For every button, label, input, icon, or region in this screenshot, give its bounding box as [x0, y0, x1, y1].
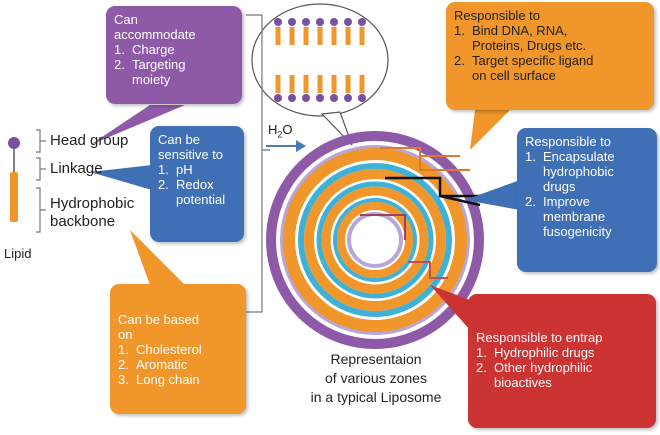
inner-connector — [360, 214, 406, 240]
box-list: 1.Bind DNA, RNA,Proteins, Drugs etc.2.Ta… — [454, 23, 646, 83]
box-list-item: 1.pH — [158, 162, 193, 177]
hydrophobic-drug-line2 — [439, 194, 481, 207]
box-list-item: 2.Improve — [525, 194, 590, 209]
liposome-caption: Representaion of various zones in a typi… — [310, 351, 442, 405]
box-list-item: hydrophobic — [543, 164, 614, 179]
box-list-item: moiety — [132, 72, 171, 87]
hydrophilic-connector — [408, 261, 448, 279]
lipid-label: Lipid — [4, 246, 32, 261]
ligand-connector-top — [380, 147, 460, 157]
lipid-head-icon — [8, 137, 20, 149]
box-list-item: membrane — [543, 209, 606, 224]
bilayer-lipid — [344, 75, 352, 102]
blue-left-bubble-tail — [90, 165, 152, 190]
hydrophobic-label-line1: Hydrophobic — [50, 195, 135, 212]
bilayer-lipid — [358, 18, 366, 45]
liposome-rings — [266, 131, 484, 349]
hydrophobic-drug-line — [385, 176, 500, 198]
orange-left-bubble-tail — [130, 230, 185, 285]
bilayer-lipid — [330, 18, 338, 45]
bracket-head — [36, 129, 46, 153]
linkage-label: Linkage — [50, 160, 103, 177]
bilayer-lipids — [274, 18, 366, 102]
bilayer-lipid — [344, 18, 352, 45]
ligand-connector-top2 — [419, 156, 470, 171]
blue-right-bubble-tail — [465, 180, 520, 210]
box-list-item: 1.Hydrophilic drugs — [476, 345, 595, 360]
bilayer-lipid — [302, 75, 310, 102]
bilayer-lipid — [330, 75, 338, 102]
box-list-item: 2.Other hydrophilic — [476, 360, 593, 375]
liposome-ring — [333, 198, 417, 282]
box-title-line: Responsible to — [525, 134, 611, 149]
lipid-tail-icon — [10, 172, 18, 222]
head-group-label: Head group — [50, 132, 129, 149]
box-title-line: accommodate — [114, 27, 196, 42]
hydrophobic-label-line2: backbone — [50, 213, 116, 230]
bilayer-thought-bubble — [251, 3, 389, 117]
bracket-backbone — [36, 187, 46, 233]
box-list-item: 1.Charge — [114, 42, 175, 57]
bilayer-lipid — [316, 18, 324, 45]
liposome-ring — [298, 163, 452, 317]
box-list-item: drugs — [543, 179, 576, 194]
bilayer-lipid — [358, 75, 366, 102]
liposome-ring — [316, 181, 434, 299]
bilayer-lipid — [274, 18, 282, 45]
bracket-linkage — [36, 157, 46, 181]
box-list-item: 1.Bind DNA, RNA, — [454, 23, 568, 38]
box-title-line: Can be based — [118, 312, 199, 327]
box-title-line: Responsible to — [454, 8, 540, 23]
purple-bubble-tail — [90, 105, 185, 145]
bilayer-lipid — [316, 75, 324, 102]
box-list-item: 3.Long chain — [118, 372, 200, 387]
liposome-core — [355, 220, 395, 260]
box-list-item: fusogenicity — [543, 224, 612, 239]
box-title-line: Responsible to entrap — [476, 330, 603, 345]
bilayer-lipid — [302, 18, 310, 45]
box-title-line: sensitive to — [158, 147, 224, 162]
box-list-item: 1.Encapsulate — [525, 149, 615, 164]
box-list-item: 1.Cholesterol — [118, 342, 202, 357]
box-list-item: Proteins, Drugs etc. — [472, 38, 587, 53]
red-bubble-tail — [430, 285, 470, 330]
box-list-item: 2.Target specific ligand — [454, 53, 594, 68]
liposome-ring — [321, 186, 429, 294]
bilayer-lipid — [274, 75, 282, 102]
orange-right-bubble-tail — [470, 110, 510, 150]
liposome-ring — [280, 145, 470, 335]
box-list-item: 2.Redox — [158, 177, 214, 192]
right-bracket — [246, 14, 270, 313]
bilayer-lipid — [288, 75, 296, 102]
water-arrow-head — [296, 140, 306, 152]
box-list-item: on cell surface — [472, 68, 556, 83]
bilayer-lipid — [288, 18, 296, 45]
box-list-item: 2.Aromatic — [118, 357, 188, 372]
liposome-ring — [304, 169, 446, 311]
liposome-ring — [266, 131, 484, 349]
liposome-ring — [283, 148, 467, 332]
liposome-ring — [337, 202, 413, 278]
box-title-line: on — [118, 327, 133, 342]
box-title-line: Can be — [158, 132, 200, 147]
box-list-item: bioactives — [494, 375, 552, 390]
box-title-line: Can — [114, 12, 138, 27]
water-label: H2O — [268, 122, 293, 140]
box-list-item: potential — [176, 192, 226, 207]
box-list-item: 2.Targeting — [114, 57, 186, 72]
